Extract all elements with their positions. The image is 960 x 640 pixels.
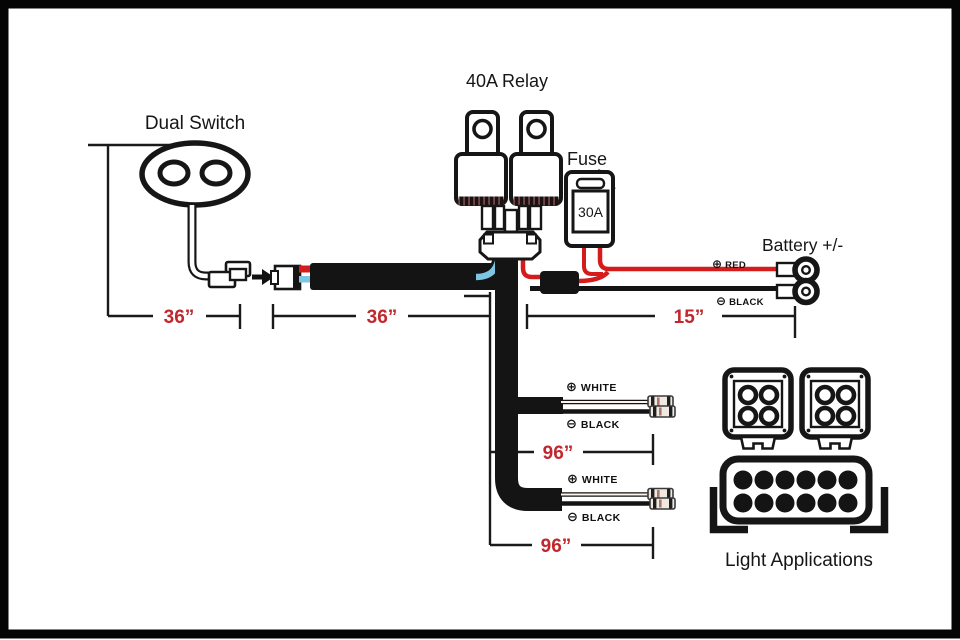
red-wire-stub	[299, 265, 313, 273]
relay-socket-detail	[483, 233, 494, 245]
dual-switch-label: Dual Switch	[145, 113, 245, 134]
light1-positive-label: ⊕ WHITE	[566, 380, 617, 395]
relay2-mount-hole	[526, 118, 547, 140]
wire-color-name: WHITE	[581, 382, 617, 394]
wire-color-name: BLACK	[581, 419, 620, 431]
light2-negative-terminal	[649, 497, 676, 510]
relay1-base-band	[458, 196, 504, 206]
relay-pin	[528, 204, 543, 231]
dual-switch: Dual Switch	[139, 113, 251, 281]
relay2-base-band	[513, 196, 559, 206]
switch-plug-latch	[228, 267, 248, 282]
relay-assembly: 40A Relay	[454, 71, 563, 261]
dim-label-battery-lead: 15”	[674, 307, 705, 328]
dimension-lines: 36” 36” 15” 96” 96”	[88, 143, 797, 559]
dim-label-light-lead-2: 96”	[541, 536, 572, 557]
cube-light-1	[725, 370, 791, 449]
relay-pin	[493, 204, 506, 231]
switch-connector-pair	[207, 260, 313, 291]
light2-negative-label: ⊖ BLACK	[567, 510, 621, 525]
inline-splice-sleeve	[540, 271, 579, 294]
light2-positive-label: ⊕ WHITE	[567, 472, 618, 487]
dim-label-light-lead-1: 96”	[543, 443, 574, 464]
light-bar-bracket-right	[850, 487, 889, 534]
light-applications-label: Light Applications	[725, 550, 873, 571]
harness-socket-tab	[270, 270, 279, 285]
switch-lead-wire-core	[189, 205, 228, 279]
light1-negative-terminal	[649, 405, 676, 418]
relay-pin	[517, 204, 530, 231]
light-applications: Light Applications	[709, 370, 889, 571]
relay-label: 40A Relay	[466, 71, 548, 91]
light-bar-leds	[733, 470, 858, 513]
battery-power-wire	[597, 246, 780, 272]
fuse-label: Fuse	[567, 149, 607, 169]
ring-terminal-positive-hole	[801, 265, 812, 276]
relay1-mount-hole	[472, 118, 493, 140]
fuse-leg-left	[582, 246, 603, 276]
battery-negative-wire-label: ⊖BLACK	[716, 294, 764, 308]
minus-circle-icon: ⊖	[716, 294, 726, 308]
dim-label-switch-lead: 36”	[164, 307, 195, 328]
minus-circle-icon: ⊖	[566, 417, 577, 432]
relay-socket-detail	[526, 233, 537, 245]
relay-pin	[480, 204, 495, 231]
fuse-rating: 30A	[578, 204, 604, 220]
trunk-cable	[495, 254, 562, 511]
battery-positive-wire-label: ⊕RED	[712, 257, 746, 271]
battery-label: Battery +/-	[762, 235, 843, 255]
minus-circle-icon: ⊖	[567, 510, 578, 525]
connect-arrow-head	[262, 269, 274, 285]
light-bar-bracket-left	[709, 487, 748, 534]
switch-button-right	[199, 159, 233, 187]
light1-negative-label: ⊖ BLACK	[566, 417, 620, 432]
plus-circle-icon: ⊕	[567, 472, 578, 487]
dim-label-harness-main: 36”	[367, 307, 398, 328]
switch-lead-wire-outline	[187, 205, 228, 281]
main-harness-cable	[310, 263, 507, 290]
relay-red-wire	[520, 258, 545, 280]
fuse-holder: Fuse 30A	[564, 149, 616, 248]
harness-socket-back	[293, 267, 300, 288]
fuse-window	[571, 189, 610, 234]
wire-color-name: BLACK	[582, 512, 621, 524]
wire-color-name: RED	[725, 260, 746, 271]
battery-wiring: Battery +/- ⊕RED ⊖BLACK	[520, 235, 843, 308]
light-output-leads: ⊕ WHITE ⊖ BLACK ⊕ WHITE ⊖ BLACK	[495, 254, 676, 525]
switch-button-left	[157, 159, 191, 187]
plus-circle-icon: ⊕	[712, 257, 722, 271]
fuse-holder-cap	[575, 177, 606, 190]
blue-wire-stub	[299, 276, 313, 283]
light1-branch-stub	[506, 397, 563, 414]
plus-circle-icon: ⊕	[566, 380, 577, 395]
ring-terminal-negative-hole	[801, 286, 812, 297]
wire-color-name: BLACK	[729, 297, 764, 308]
wire-color-name: WHITE	[582, 474, 618, 486]
splice-red-wire	[577, 270, 610, 284]
cube-light-2	[802, 370, 868, 449]
